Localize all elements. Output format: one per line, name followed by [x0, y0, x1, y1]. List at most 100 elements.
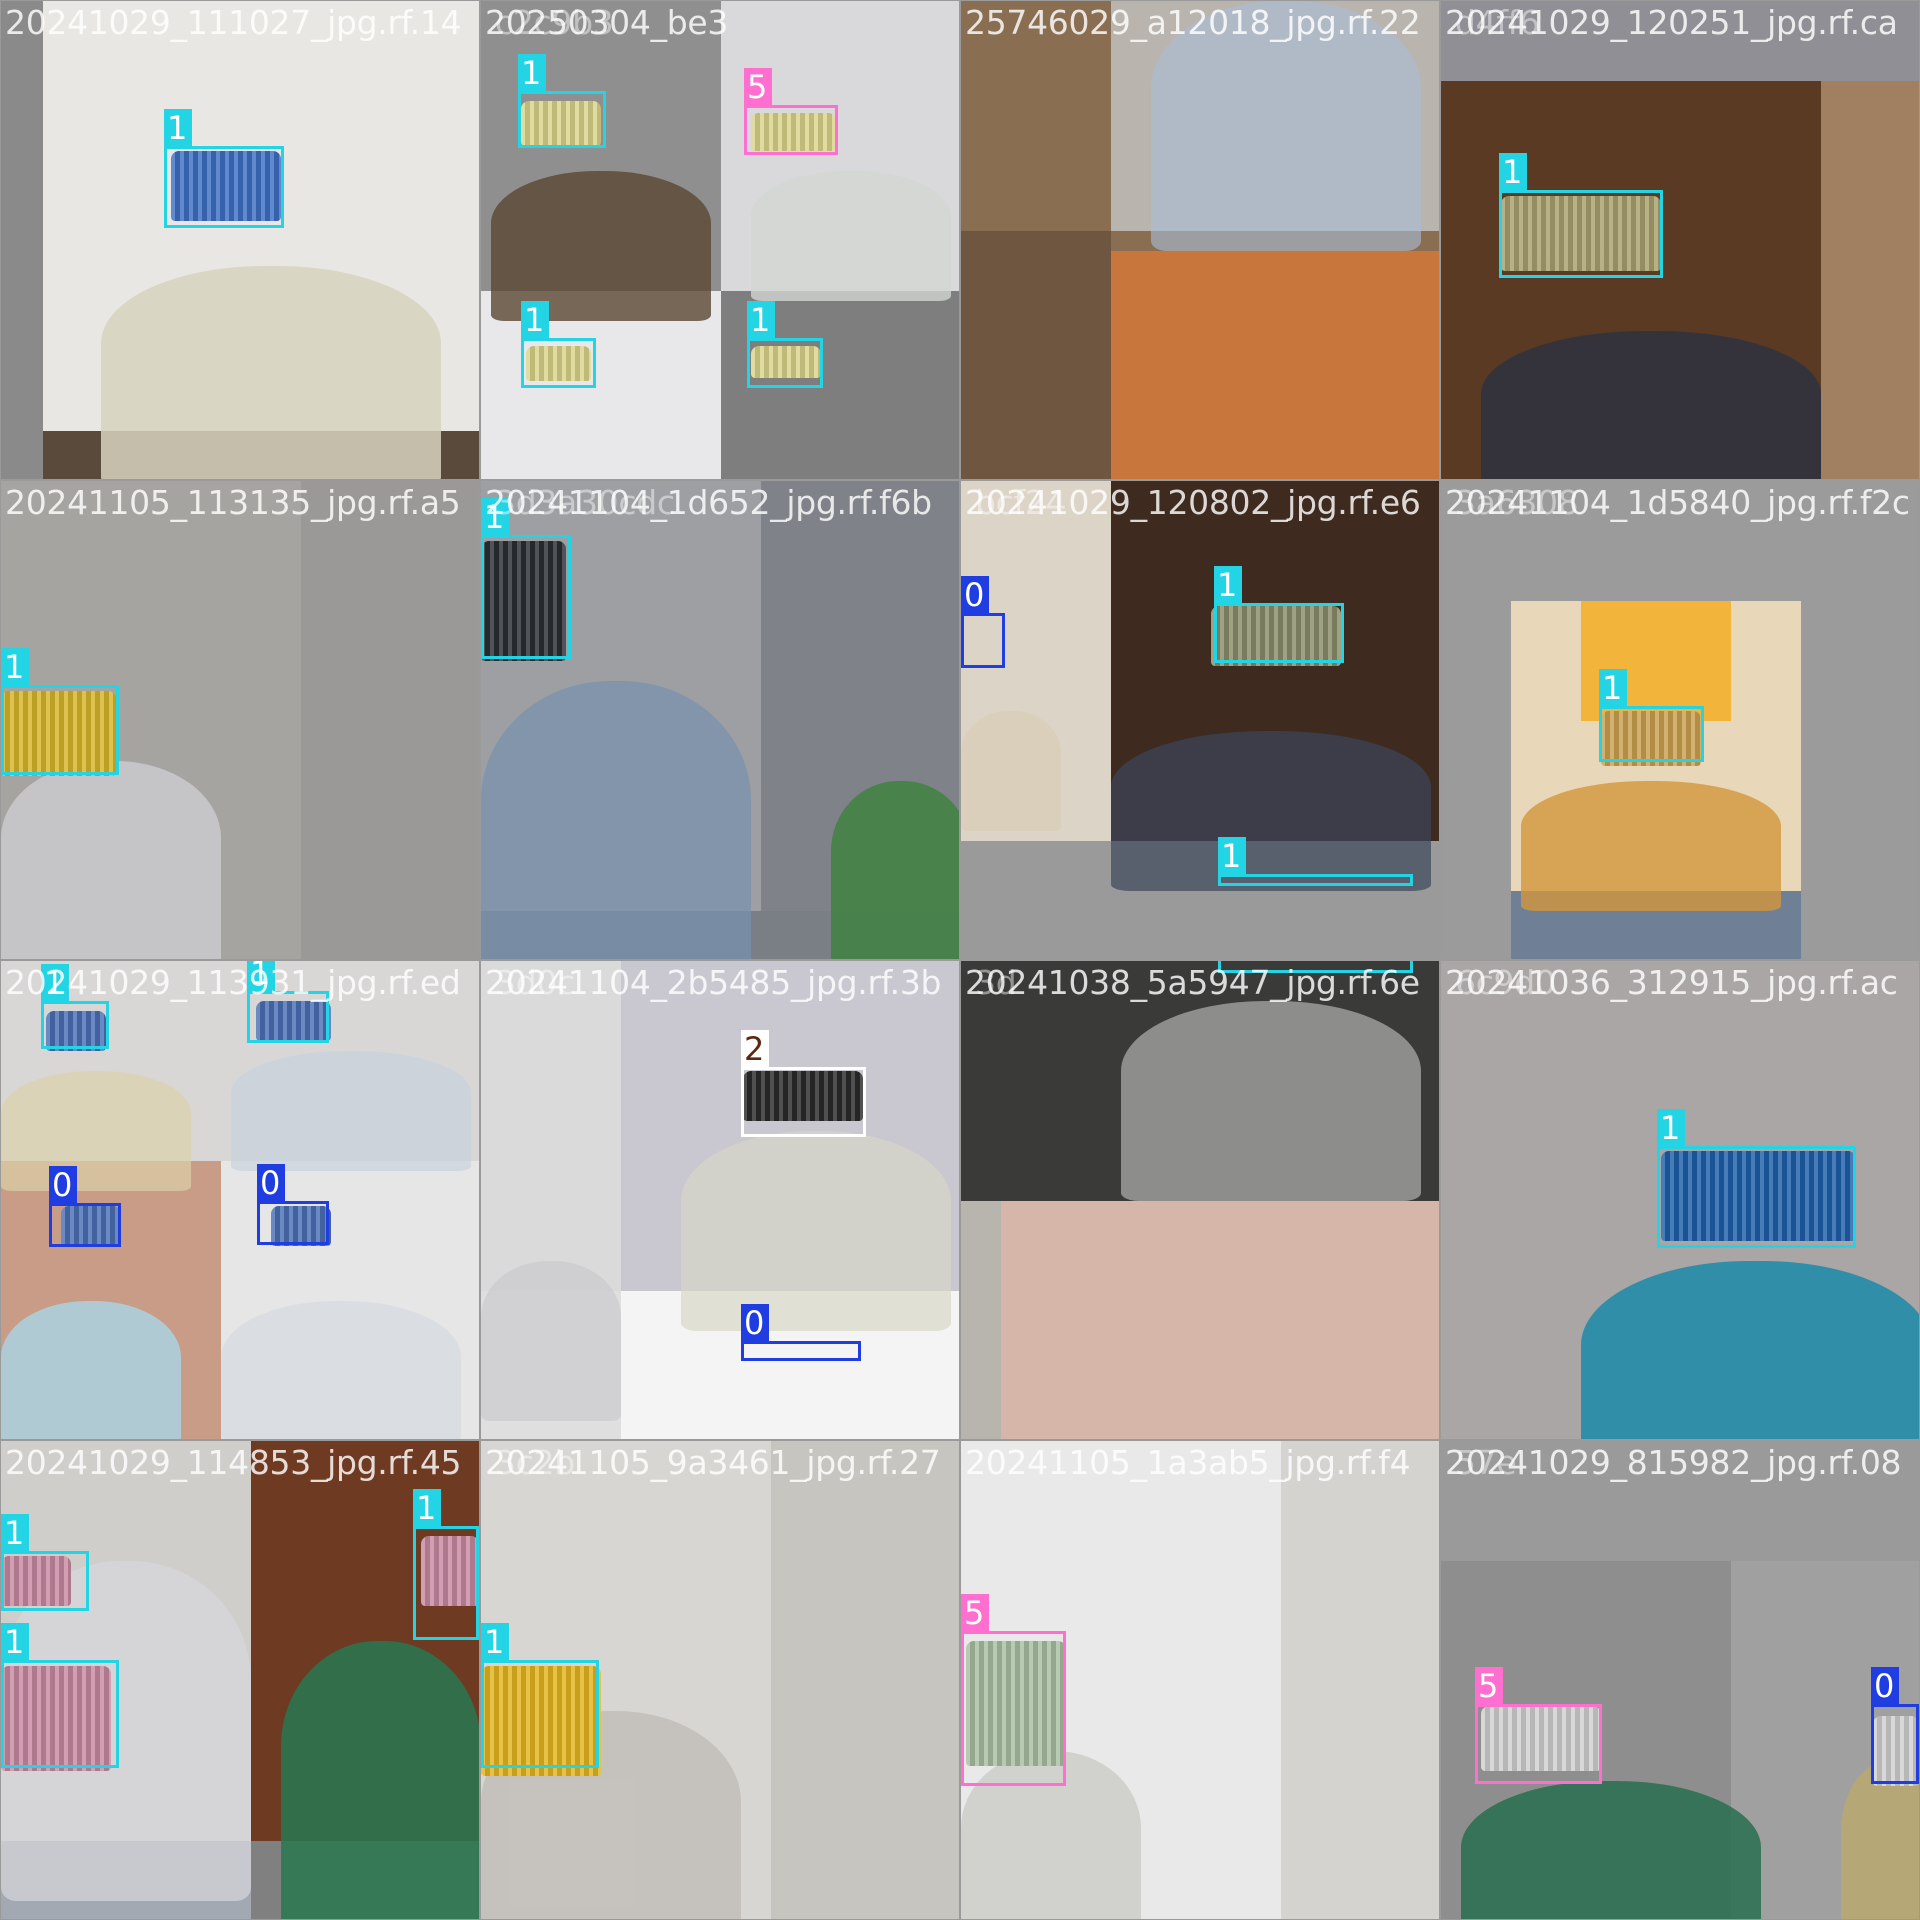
bottle-cap	[521, 101, 601, 146]
background-patch	[1821, 81, 1919, 479]
detection-box: 1	[481, 498, 571, 659]
background-patch	[771, 1441, 959, 1919]
bottle-cap	[526, 346, 591, 381]
detection-box: 5	[744, 68, 838, 155]
bottle-cap	[1, 1556, 71, 1606]
detection-class-label: 1	[518, 54, 546, 92]
bottle-shape	[681, 1131, 951, 1331]
bottle-shape	[481, 681, 751, 959]
detection-box: 1	[41, 964, 109, 1049]
detection-class-label: 1	[1499, 153, 1527, 191]
bottle-cap	[421, 1536, 479, 1606]
detection-box: 0	[257, 1164, 329, 1245]
bottle-shape	[1, 1071, 191, 1191]
detection-box: 1	[1218, 961, 1413, 973]
bottle-shape	[101, 266, 441, 479]
detection-box: 1	[1599, 669, 1704, 762]
detection-class-label: 0	[257, 1164, 285, 1202]
bottle-cap	[966, 1641, 1066, 1766]
detection-class-label: 1	[247, 961, 275, 992]
detection-class-label: 5	[1475, 1667, 1503, 1705]
background-patch	[301, 481, 479, 959]
detection-class-label: 2	[741, 1030, 769, 1068]
bottle-shape	[281, 1641, 479, 1919]
background-patch	[1281, 1441, 1439, 1919]
detection-box: 2	[741, 1030, 866, 1137]
detection-box: 1	[747, 301, 823, 388]
bottle-cap	[46, 1011, 106, 1051]
detection-box: 1	[164, 109, 284, 228]
detection-box: 1	[1, 1514, 89, 1611]
bottle-shape	[1, 1301, 181, 1439]
detection-class-label: 1	[1657, 1109, 1685, 1147]
detection-class-label: 5	[961, 1594, 989, 1632]
detection-box: 1	[518, 54, 606, 148]
bottle-cap	[1501, 196, 1661, 271]
detection-class-label: 1	[1, 1623, 29, 1661]
bottle-shape	[1111, 731, 1431, 891]
bottle-shape	[1581, 1261, 1919, 1439]
detection-box: 1	[481, 1623, 599, 1768]
detection-box: 0	[961, 576, 1005, 668]
detection-box: 1	[1657, 1109, 1856, 1248]
bottle-shape	[481, 1261, 621, 1421]
bottle-cap	[1873, 1716, 1919, 1786]
bottle-shape	[1521, 781, 1781, 911]
bottle-cap	[481, 1666, 601, 1776]
bottle-cap	[1211, 606, 1341, 666]
bottle-cap	[1661, 1151, 1856, 1241]
bottle-shape	[1841, 1761, 1919, 1919]
detection-class-label: 0	[1871, 1667, 1899, 1705]
detection-box: 5	[1475, 1667, 1602, 1784]
bottle-shape	[831, 781, 959, 959]
bottle-shape	[961, 711, 1061, 831]
detection-class-label: 1	[747, 301, 775, 339]
detection-box: 0	[49, 1166, 121, 1247]
bottle-shape	[1121, 1001, 1421, 1201]
bottle-shape	[1461, 1781, 1761, 1919]
detection-class-label: 1	[481, 1623, 509, 1661]
detection-box: 1	[247, 961, 329, 1043]
bottle-cap	[271, 1206, 331, 1246]
bottle-shape	[231, 1051, 471, 1171]
detection-class-label: 0	[961, 576, 989, 614]
detection-class-label: 0	[741, 1304, 769, 1342]
bottle-shape	[1151, 1, 1421, 251]
detection-box: 1	[1218, 837, 1413, 886]
bottle-cap	[171, 151, 281, 221]
detection-class-label: 1	[164, 109, 192, 147]
bottle-shape	[961, 1751, 1141, 1919]
detection-box: 1	[1499, 153, 1663, 278]
bottle-shape	[751, 171, 951, 301]
bottle-cap	[256, 1001, 331, 1041]
mosaic-tile: 25746029_a12018_jpg.rf.22	[961, 1, 1439, 479]
detection-class-label: 5	[744, 68, 772, 106]
detection-class-label: 1	[41, 964, 69, 1002]
background-patch	[1, 1, 43, 479]
bottle-cap	[1, 1666, 111, 1771]
bottle-cap	[751, 346, 821, 378]
detection-box: 1	[413, 1489, 479, 1640]
detection-class-label: 1	[1, 648, 29, 686]
bottle-shape	[1481, 331, 1821, 479]
mosaic-tile: 20241038_5a5947_jpg.rf.6e3d1	[961, 961, 1439, 1439]
detection-class-label: 1	[1214, 566, 1242, 604]
bottle-cap	[1601, 711, 1701, 766]
bottle-cap	[61, 1206, 121, 1246]
bottle-shape	[221, 1301, 461, 1439]
detection-class-label: 0	[49, 1166, 77, 1204]
